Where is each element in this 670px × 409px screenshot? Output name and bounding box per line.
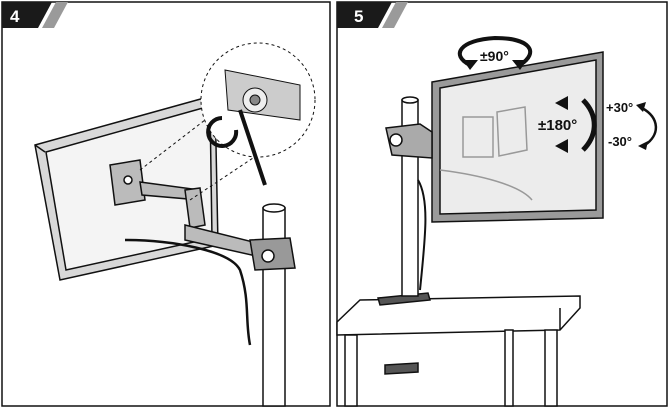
pole xyxy=(262,203,286,407)
rotate-label: ±180° xyxy=(538,117,577,134)
monitor-arm xyxy=(109,159,296,271)
cable xyxy=(124,238,252,346)
step-5-panel: 5 xyxy=(336,1,668,407)
tilt-down-label: -30° xyxy=(608,134,632,149)
rotate-arrow-icon xyxy=(555,96,597,153)
monitor xyxy=(431,51,604,223)
tilt-arrow-icon xyxy=(636,102,658,150)
monitor-arm xyxy=(385,123,433,159)
clamp-knob xyxy=(384,362,419,375)
step-number: 4 xyxy=(10,7,20,26)
cable xyxy=(417,179,427,291)
step-number: 5 xyxy=(354,7,363,26)
desk xyxy=(336,295,581,407)
step-5-badge: 5 xyxy=(337,2,408,28)
detail-callout xyxy=(139,42,316,201)
swivel-arrow-icon xyxy=(457,35,533,70)
step-4-badge: 4 xyxy=(2,2,68,28)
swivel-label: ±90° xyxy=(480,48,509,64)
rotate-arrow-icon xyxy=(206,116,239,148)
step-4-panel: 4 xyxy=(1,1,331,407)
tilt-up-label: +30° xyxy=(606,100,633,115)
hex-key xyxy=(238,109,267,186)
